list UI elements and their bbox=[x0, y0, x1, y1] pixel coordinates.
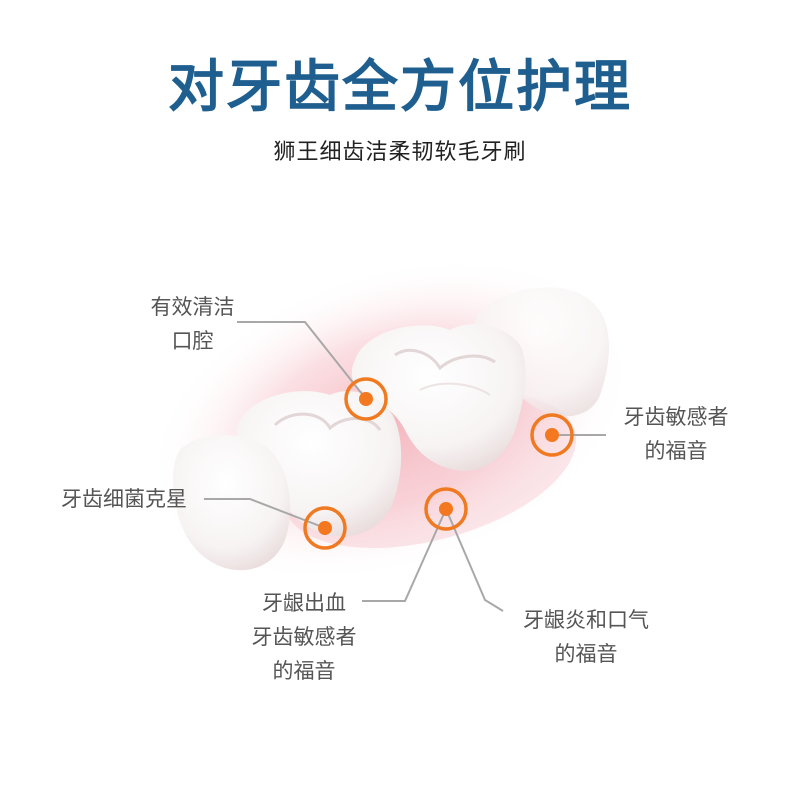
leader-clean-mouth bbox=[237, 321, 367, 400]
marker-clean-mouth bbox=[344, 377, 388, 421]
leader-lines bbox=[204, 321, 606, 612]
callout-sensitive-right: 牙齿敏感者 的福音 bbox=[612, 400, 740, 468]
callout-clean-mouth: 有效清洁 口腔 bbox=[140, 290, 245, 358]
tooth-far-left bbox=[173, 435, 290, 571]
marker-bacteria bbox=[303, 506, 347, 550]
tooth-far-right bbox=[474, 287, 610, 417]
leader-bacteria bbox=[204, 498, 326, 529]
callout-gum-bleeding: 牙龈出血 牙齿敏感者 的福音 bbox=[240, 586, 368, 688]
callout-line: 的福音 bbox=[644, 439, 708, 463]
callout-line: 口腔 bbox=[171, 329, 214, 353]
callout-line: 牙齿细菌克星 bbox=[61, 487, 187, 511]
page-title: 对牙齿全方位护理 bbox=[168, 55, 632, 120]
callout-line: 牙龈炎和口气 bbox=[523, 608, 649, 632]
callout-line: 牙齿敏感者 bbox=[251, 625, 357, 649]
tooth-molar-center bbox=[351, 324, 526, 471]
callout-line: 有效清洁 bbox=[150, 295, 235, 319]
marker-sensitive-right bbox=[530, 413, 574, 457]
callout-line: 的福音 bbox=[272, 659, 336, 683]
callout-line: 牙龈出血 bbox=[262, 591, 346, 615]
callout-gingivitis: 牙龈炎和口气 的福音 bbox=[510, 603, 662, 671]
marker-gum bbox=[424, 487, 468, 531]
callout-line: 的福音 bbox=[554, 642, 618, 666]
leader-gum-bleeding bbox=[362, 508, 447, 602]
leader-gingivitis bbox=[445, 508, 504, 612]
callout-bacteria: 牙齿细菌克星 bbox=[48, 482, 200, 516]
product-subtitle: 狮王细齿洁柔韧软毛牙刷 bbox=[273, 140, 527, 165]
callout-line: 牙齿敏感者 bbox=[623, 405, 729, 429]
